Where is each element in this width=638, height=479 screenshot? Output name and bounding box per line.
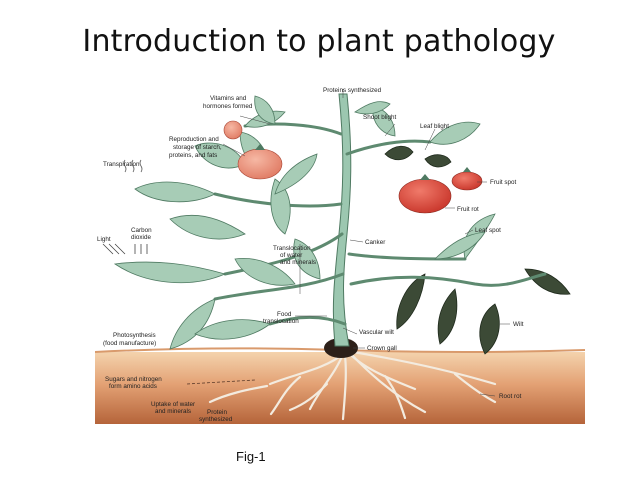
branches [213,122,467,326]
label-hormones: hormones formed [203,103,253,110]
tomato-fruit-rot [398,178,452,214]
svg-text:storage of starch,: storage of starch, [173,144,222,151]
carbon-dioxide-arrows [134,244,148,254]
label-amino-acids: form amino acids [109,383,157,390]
tomato-fruit-spot [451,171,483,191]
label-translocation: Translocation [273,245,311,252]
label-uptake-minerals: and minerals [155,408,191,415]
leader-lines [222,89,510,397]
svg-text:Shoot blight: Shoot blight [363,114,397,121]
svg-text:proteins, and fats: proteins, and fats [169,152,217,159]
svg-text:Translocation: Translocation [273,245,311,252]
svg-text:and minerals: and minerals [280,259,316,266]
svg-text:Proteins synthesized: Proteins synthesized [323,87,382,94]
label-root-rot: Root rot [499,393,522,400]
svg-text:(food manufacture): (food manufacture) [103,340,156,347]
root-arrow-sugars [186,379,256,385]
slide-title: Introduction to plant pathology [82,24,556,59]
svg-text:synthesized: synthesized [199,416,233,423]
svg-text:Vitamins and: Vitamins and [210,95,247,102]
label-storage: storage of starch, [173,144,222,151]
svg-text:form amino acids: form amino acids [109,383,157,390]
light-arrows [102,243,126,255]
label-light: Light [97,236,111,243]
label-canker: Canker [365,239,385,246]
label-sugars: Sugars and nitrogen [105,376,162,383]
label-of-water: of water [280,252,302,259]
label-vascular-wilt: Vascular wilt [359,329,394,336]
figure-caption: Fig-1 [236,449,266,464]
transpiration-waves [123,159,143,173]
svg-text:translocation: translocation [263,318,299,325]
svg-text:Photosynthesis: Photosynthesis [113,332,156,339]
crown-gall [324,338,358,358]
label-transpiration: Transpiration [103,161,140,168]
svg-text:Light: Light [97,236,111,243]
svg-text:Sugars and nitrogen: Sugars and nitrogen [105,376,162,383]
label-proteins-fats: proteins, and fats [169,152,217,159]
svg-text:of water: of water [280,252,302,259]
svg-text:Fruit rot: Fruit rot [457,206,479,213]
label-food: Food [277,311,292,318]
svg-text:Carbon: Carbon [131,227,152,234]
label-vitamins: Vitamins and [210,95,247,102]
svg-text:Vascular wilt: Vascular wilt [359,329,394,336]
svg-text:Wilt: Wilt [513,321,524,328]
svg-text:Protein: Protein [207,409,227,416]
label-food-manufacture: (food manufacture) [103,340,156,347]
svg-text:Root rot: Root rot [499,393,522,400]
label-uptake: Uptake of water [151,401,195,408]
label-wilt: Wilt [513,321,524,328]
label-leaf-blight: Leaf blight [420,123,449,130]
roots [208,350,497,421]
label-food-translocation: translocation [263,318,299,325]
label-fruit-rot: Fruit rot [457,206,479,213]
svg-text:Leaf blight: Leaf blight [420,123,449,130]
label-leaf-spot: Leaf spot [475,227,501,234]
label-fruit-spot: Fruit spot [490,179,516,186]
label-protein-root: Protein [207,409,227,416]
main-stem [332,93,352,347]
tomato-calyx [255,144,471,180]
svg-text:Reproduction and: Reproduction and [169,136,219,143]
plant-diagram-svg: Proteins synthesized Vitamins and hormon… [95,87,585,424]
svg-text:Transpiration: Transpiration [103,161,140,168]
label-photosynthesis: Photosynthesis [113,332,156,339]
label-shoot-blight: Shoot blight [363,114,397,121]
svg-text:hormones formed: hormones formed [203,103,253,110]
svg-text:Uptake of water: Uptake of water [151,401,195,408]
svg-text:Canker: Canker [365,239,385,246]
label-and-minerals: and minerals [280,259,316,266]
svg-text:Crown gall: Crown gall [367,345,397,352]
svg-text:Leaf spot: Leaf spot [475,227,501,234]
plant-diagram: Proteins synthesized Vitamins and hormon… [95,84,585,424]
svg-text:and minerals: and minerals [155,408,191,415]
soil [95,352,585,424]
label-crown-gall: Crown gall [367,345,397,352]
label-proteins-synthesized: Proteins synthesized [323,87,382,94]
label-dioxide: dioxide [131,234,151,241]
svg-text:Food: Food [277,311,292,318]
svg-text:Fruit spot: Fruit spot [490,179,516,186]
healthy-leaves [113,95,496,350]
tomato-left [237,148,283,180]
label-reproduction: Reproduction and [169,136,219,143]
tomato-top-left [223,120,243,140]
label-protein-synthesized: synthesized [199,416,233,423]
wilt-branch [349,272,547,287]
label-carbon: Carbon [131,227,152,234]
svg-text:dioxide: dioxide [131,234,151,241]
